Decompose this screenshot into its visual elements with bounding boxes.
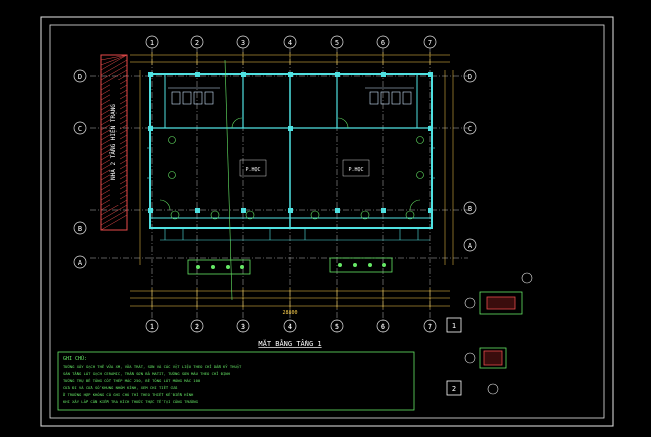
grid-label-left-d: D	[78, 73, 82, 81]
hatch-line	[100, 64, 128, 81]
note-line-3: TƯỜNG TRỤ BÊ TÔNG CỐT THÉP MÁC 250, BÊ T…	[63, 378, 201, 383]
windows	[147, 147, 435, 240]
grid-label-left-b: B	[78, 225, 82, 233]
building-walls	[149, 73, 433, 229]
toilet-fixtures-right	[365, 87, 414, 105]
structural-columns	[148, 72, 433, 213]
grid-label-top-4: 4	[288, 39, 292, 47]
top-dimension-chain	[130, 52, 450, 65]
grid-label-bottom-5: 5	[335, 323, 339, 331]
grid-label-right-d: D	[468, 73, 472, 81]
bottom-dimension-chain	[130, 288, 450, 309]
hatch-line	[100, 199, 128, 216]
grid-label-bottom-3: 3	[241, 323, 245, 331]
grid-label-right-b: B	[468, 205, 472, 213]
hatch-line	[100, 54, 128, 66]
grid-bubbles-top: 1 2 3 4 5 6 7	[145, 35, 437, 49]
grid-bubbles-left: D C B A	[73, 69, 87, 269]
grid-label-top-3: 3	[241, 39, 245, 47]
grid-label-left-a: A	[78, 259, 83, 267]
sheet-title: MẶT BẰNG TẦNG 1	[258, 339, 321, 348]
grid-label-bottom-7: 7	[428, 323, 432, 331]
room-label-right: P.HỌC	[348, 167, 363, 173]
grid-label-bottom-4: 4	[288, 323, 292, 331]
grid-lines	[90, 48, 468, 332]
grid-bubbles-right: D C B A	[463, 69, 477, 252]
grid-label-top-7: 7	[428, 39, 432, 47]
grid-label-right-c: C	[468, 125, 472, 133]
grid-label-bottom-2: 2	[195, 323, 199, 331]
sheet-outer-frame	[40, 16, 614, 427]
notes-title: GHI CHÚ:	[63, 355, 87, 362]
grid-label-top-1: 1	[150, 39, 154, 47]
hatch-line	[100, 209, 128, 226]
existing-building: NHÀ 2 TẦNG HIỆN TRẠNG	[100, 54, 128, 231]
hatch-line	[100, 54, 128, 61]
hatch-line	[100, 69, 128, 86]
note-line-2: SÀN TẦNG LÁT GẠCH CERAMIC, TRẦN SƠN BẢ M…	[63, 371, 231, 376]
toilet-fixtures-left	[168, 87, 220, 105]
grid-label-top-2: 2	[195, 39, 199, 47]
overall-dimension: 28800	[282, 310, 297, 316]
note-line-6: KHI XÂY LẮP CẦN KIỂM TRA KÍCH THƯỚC THỰC…	[63, 399, 199, 404]
note-line-1: TƯỜNG XÂY GẠCH THẺ VỮA XM, VỮA TRÁT, SƠN…	[63, 364, 242, 369]
room-label-left: P.HỌC	[245, 167, 260, 173]
section-marker-2: 2	[452, 385, 456, 393]
note-line-5: Ở TRƯỜNG HỢP KHÔNG CÓ GHI CHÚ THÌ THEO T…	[63, 392, 194, 397]
grid-label-bottom-1: 1	[150, 323, 154, 331]
section-marker-1: 1	[452, 322, 456, 330]
door-swings	[159, 117, 421, 211]
room-labels: P.HỌC P.HỌC	[239, 159, 370, 177]
side-label: NHÀ 2 TẦNG HIỆN TRẠNG	[109, 104, 117, 180]
side-dimension-chain	[139, 70, 454, 265]
hatch-line	[100, 59, 128, 76]
section-markers: 1 2	[446, 317, 462, 396]
grid-label-bottom-6: 6	[381, 323, 385, 331]
notes-box: GHI CHÚ: TƯỜNG XÂY GẠCH THẺ VỮA XM, VỮA …	[57, 351, 415, 411]
column-detail-1	[464, 272, 533, 315]
grid-label-left-c: C	[78, 125, 82, 133]
front-planters	[160, 239, 430, 275]
hatch-line	[100, 54, 128, 71]
grid-label-right-a: A	[468, 242, 473, 250]
grid-label-top-6: 6	[381, 39, 385, 47]
hatch-line	[100, 204, 128, 221]
grid-label-top-5: 5	[335, 39, 339, 47]
grid-bubbles-bottom: 1 2 3 4 5 6 7	[145, 319, 437, 333]
note-line-4: CỬA ĐI VÀ CỬA SỔ KHUNG NHÔM KÍNH, XEM CH…	[63, 385, 178, 390]
sheet-inner-frame	[49, 24, 605, 419]
hatch-line	[100, 214, 128, 231]
column-detail-2	[464, 347, 507, 395]
